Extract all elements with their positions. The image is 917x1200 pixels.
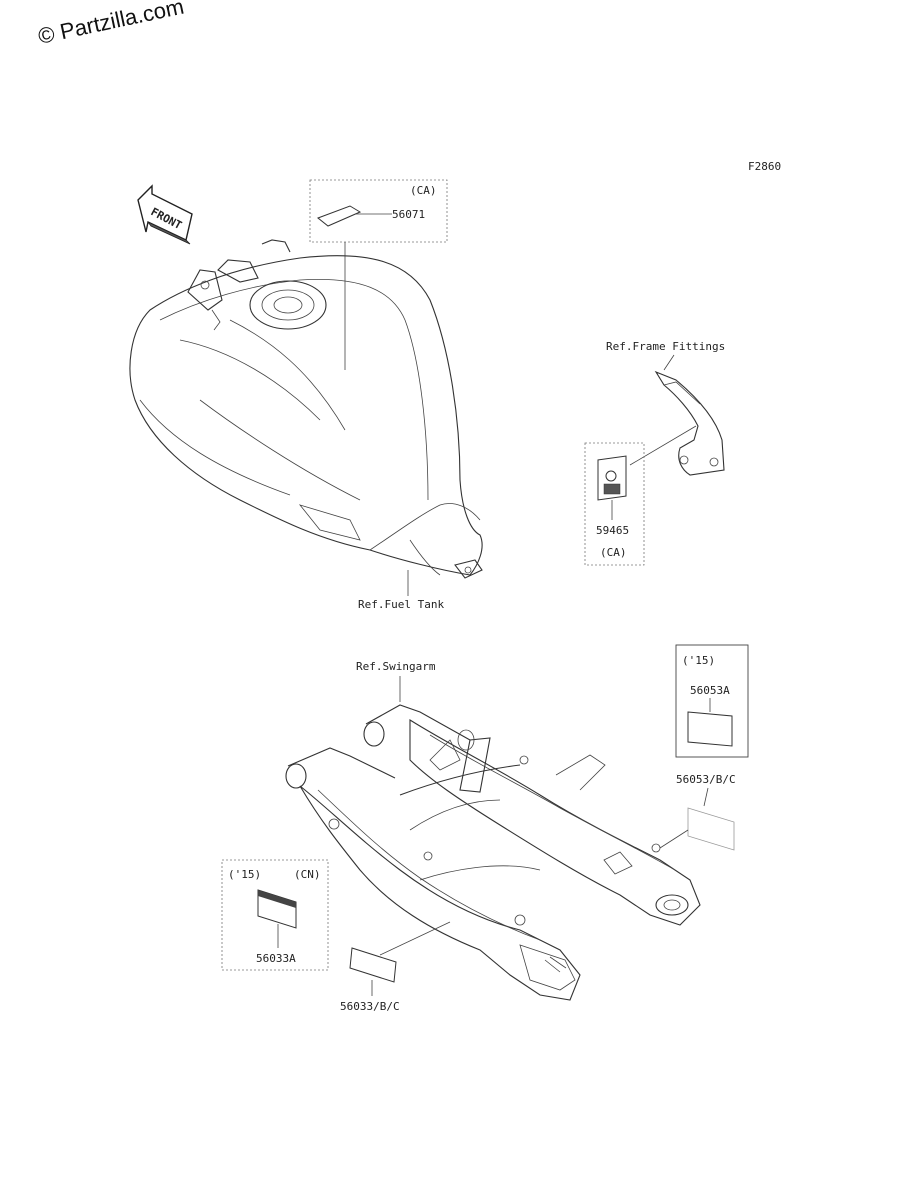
ref-frame-fittings: Ref.Frame Fittings	[606, 340, 725, 353]
fuel-tank-drawing	[129, 239, 483, 579]
swingarm-left-year: ('15)	[228, 868, 261, 881]
swingarm-left-region: (CN)	[294, 868, 321, 881]
label-sticker-59465	[597, 455, 627, 501]
front-arrow-icon: FRONT	[137, 184, 193, 245]
figure-code: F2860	[748, 160, 781, 173]
frame-fitting-bracket	[654, 370, 725, 476]
ref-swingarm: Ref.Swingarm	[356, 660, 436, 673]
tank-label-part: 56071	[392, 208, 425, 221]
ref-fuel-tank: Ref.Fuel Tank	[358, 598, 444, 611]
swingarm-left-box-part: 56033A	[256, 952, 296, 965]
swingarm-right-box-part: 56053A	[690, 684, 730, 697]
label-sticker-56033	[349, 947, 397, 983]
leader-line	[379, 921, 451, 956]
swingarm-right-callout-box	[675, 644, 749, 758]
leader-line	[629, 425, 697, 466]
swingarm-left-part: 56033/B/C	[340, 1000, 400, 1013]
swingarm-right-year: ('15)	[682, 654, 715, 667]
swingarm-drawing	[285, 704, 701, 1001]
frame-label-callout-box	[584, 442, 645, 566]
label-sticker-56053A	[687, 711, 733, 747]
tank-label-region: (CA)	[410, 184, 437, 197]
label-sticker-56071	[317, 205, 362, 227]
frame-label-part: 59465	[596, 524, 629, 537]
tank-label-callout-box	[309, 179, 448, 243]
frame-label-region: (CA)	[600, 546, 627, 559]
leader-line	[659, 829, 689, 849]
swingarm-left-callout-box	[221, 859, 329, 971]
swingarm-right-part: 56053/B/C	[676, 773, 736, 786]
label-sticker-56033A	[257, 889, 297, 929]
label-sticker-56053	[687, 807, 735, 851]
watermark-text: © Partzilla.com	[36, 0, 186, 49]
